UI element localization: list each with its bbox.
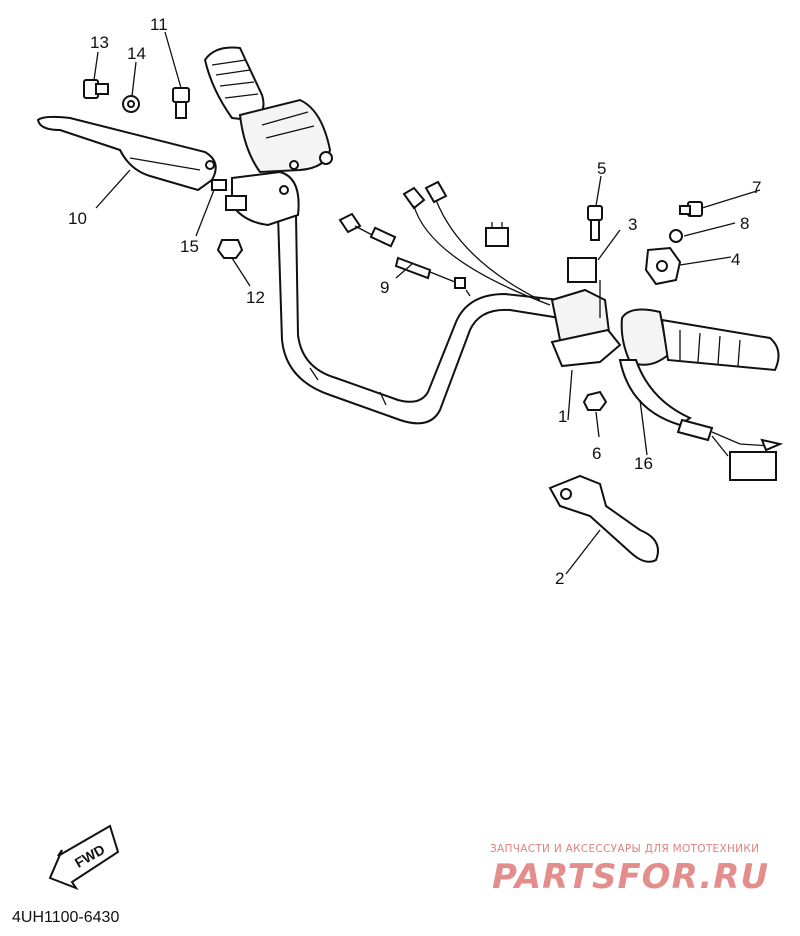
callout-10: 10 [68, 209, 87, 228]
cable-9 [338, 212, 471, 297]
watermark-tagline: ЗАПЧАСТИ И АКСЕССУАРЫ ДЛЯ МОТОТЕХНИКИ [490, 843, 759, 855]
callout-9: 9 [380, 278, 389, 297]
callout-7: 7 [752, 178, 761, 197]
leader-lines [93, 31, 761, 575]
fwd-arrow: FWD [48, 824, 120, 891]
diagram-code: 4UH1100-6430 [12, 909, 119, 926]
callout-14: 14 [127, 44, 146, 63]
right-grip [620, 308, 780, 372]
right-switch-assembly [550, 205, 622, 411]
callout-13: 13 [90, 33, 109, 52]
callout-15: 15 [180, 237, 199, 256]
callout-1: 1 [558, 407, 567, 426]
callout-5: 5 [597, 159, 606, 178]
callout-labels: 1 2 3 4 5 6 7 8 9 10 11 12 13 14 15 16 [68, 15, 761, 588]
left-lever-holder [225, 170, 300, 227]
wiring-harness [402, 180, 551, 306]
callout-4: 4 [731, 250, 740, 269]
callout-12: 12 [246, 288, 265, 307]
watermark: ЗАПЧАСТИ И АКСЕССУАРЫ ДЛЯ МОТОТЕХНИКИ PA… [490, 843, 769, 897]
callout-16: 16 [634, 454, 653, 473]
left-hardware [83, 79, 244, 259]
callout-6: 6 [592, 444, 601, 463]
bracket-4 [644, 201, 703, 286]
wire-16 [618, 359, 784, 481]
handlebar [277, 214, 561, 425]
watermark-brand: PARTSFOR.RU [492, 857, 769, 897]
callout-11: 11 [150, 15, 168, 34]
left-grip-assembly [203, 46, 333, 174]
brake-lever [548, 474, 659, 563]
clutch-lever [36, 115, 217, 192]
callout-2: 2 [555, 569, 564, 588]
callout-8: 8 [740, 214, 749, 233]
callout-3: 3 [628, 215, 637, 234]
